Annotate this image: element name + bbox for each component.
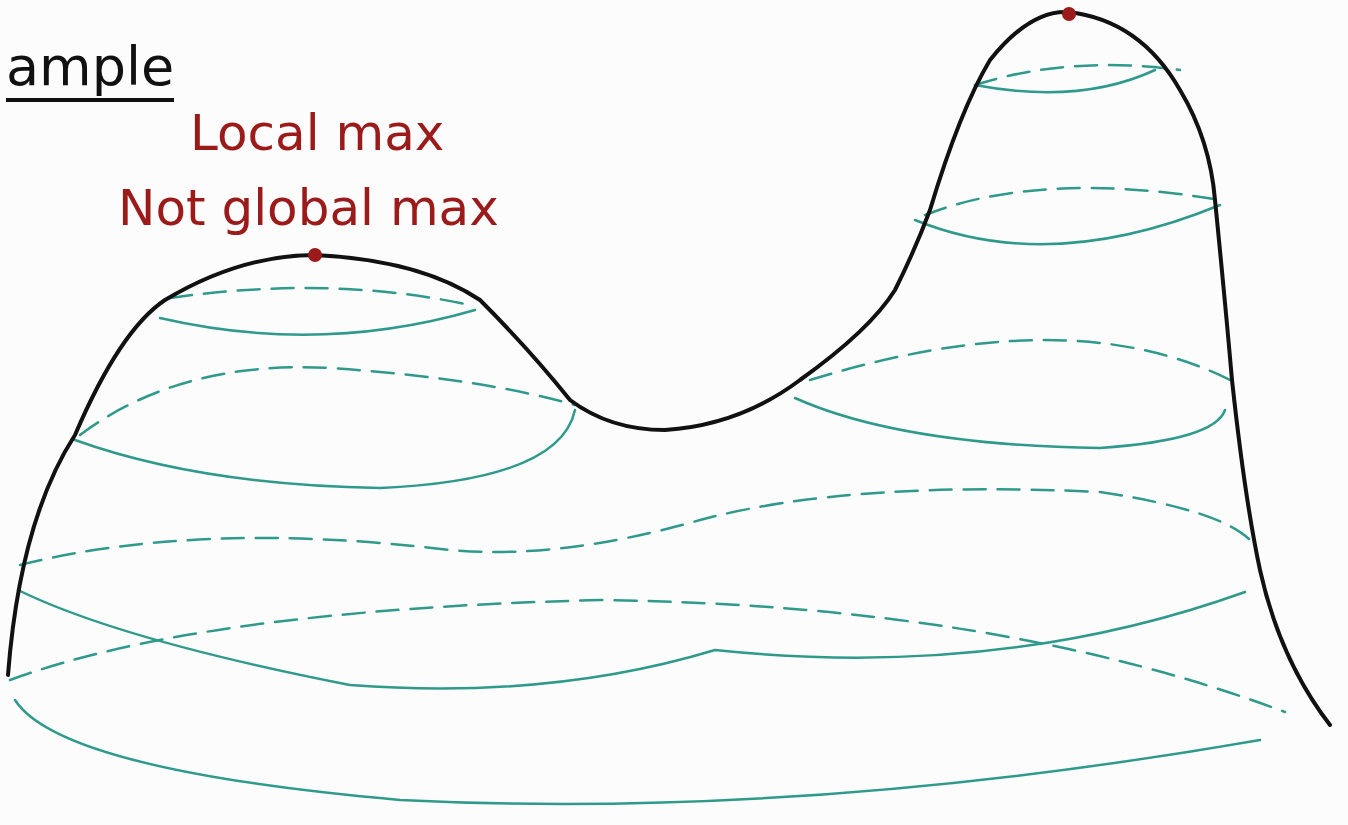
contour-front — [75, 410, 575, 488]
annotation-label: Local max — [190, 108, 444, 158]
contour-back — [975, 65, 1180, 85]
contour-front — [160, 310, 475, 335]
contour-lines — [10, 65, 1285, 804]
annotation-label: Not global max — [118, 183, 499, 233]
contour-front — [15, 700, 1260, 804]
local-max-dot — [308, 248, 322, 262]
contour-front — [18, 590, 1245, 688]
heading: ample — [6, 40, 174, 102]
contour-back — [925, 188, 1220, 215]
contour-front — [975, 70, 1155, 92]
contour-back — [80, 367, 575, 435]
contour-front — [915, 205, 1220, 244]
contour-back — [810, 340, 1230, 380]
contour-back — [170, 288, 470, 305]
contour-back — [10, 600, 1285, 712]
contour-back — [20, 489, 1250, 565]
global-max-dot — [1062, 7, 1076, 21]
surface-outline — [8, 12, 1330, 725]
contour-front — [795, 398, 1225, 448]
